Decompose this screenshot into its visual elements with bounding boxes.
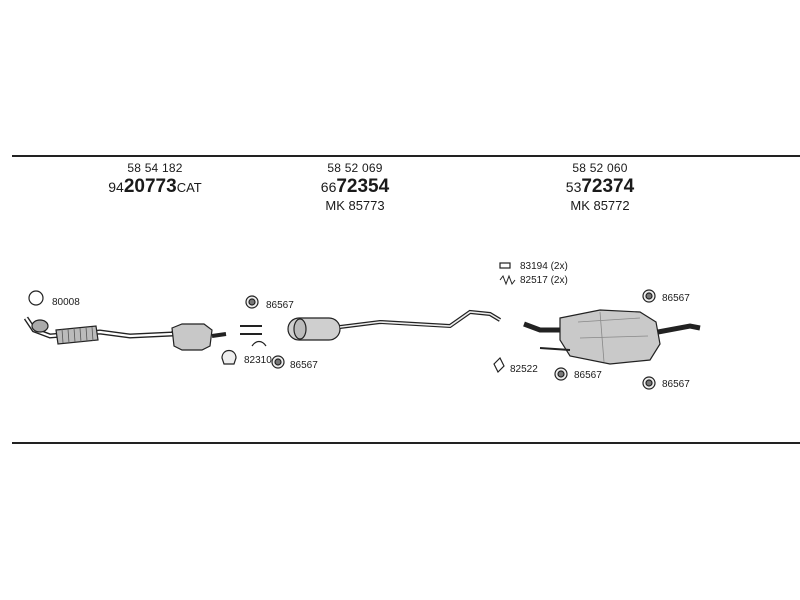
section-ref-number: 58 52 060 — [572, 161, 628, 175]
middle-silencer-drawing — [221, 295, 502, 369]
section-mk-number: MK 85772 — [570, 198, 630, 213]
section-rear-silencer-header: 58 52 060 5372374 MK 85772 — [540, 162, 660, 212]
part-label: 83194 (2x) — [520, 261, 568, 272]
gasket-80008-icon — [28, 290, 44, 306]
part-label: 80008 — [52, 297, 80, 308]
spring-82517-icon — [499, 274, 516, 286]
section-ref-number: 58 54 182 — [127, 161, 183, 175]
connector-icon — [240, 325, 262, 335]
flex-section-icon — [55, 325, 99, 345]
top-rule — [12, 155, 800, 157]
gasket-82522-icon — [493, 356, 505, 374]
section-middle-silencer-header: 58 52 069 6672354 MK 85773 — [295, 162, 415, 212]
rear-pipe-icon — [523, 321, 565, 333]
section-mk-number: MK 85773 — [325, 198, 385, 213]
catalyst-icon — [171, 323, 213, 351]
part-label: 82522 — [510, 364, 538, 375]
section-article-number: 5372374 — [565, 176, 635, 197]
clamp-82310-icon — [221, 349, 237, 365]
part-label: 86567 — [290, 360, 318, 371]
part-label: 86567 — [574, 370, 602, 381]
bottom-rule — [12, 442, 800, 444]
part-label: 86567 — [662, 379, 690, 390]
section-ref-number: 58 52 069 — [327, 161, 383, 175]
section-article-number: 9420773CAT — [108, 176, 202, 197]
clamp-83194-icon — [499, 262, 511, 269]
section-front-pipe-header: 58 54 182 9420773CAT — [95, 162, 215, 196]
section-article-number: 6672354 — [320, 176, 390, 197]
part-label: 82517 (2x) — [520, 275, 568, 286]
rear-silencer-drawing — [493, 262, 701, 390]
part-label: 82310 — [244, 355, 272, 366]
part-label: 86567 — [662, 293, 690, 304]
part-label: 86567 — [266, 300, 294, 311]
hanger-icon — [251, 340, 267, 347]
front-pipe-drawing — [23, 290, 227, 351]
tailpipe-icon — [657, 323, 701, 335]
